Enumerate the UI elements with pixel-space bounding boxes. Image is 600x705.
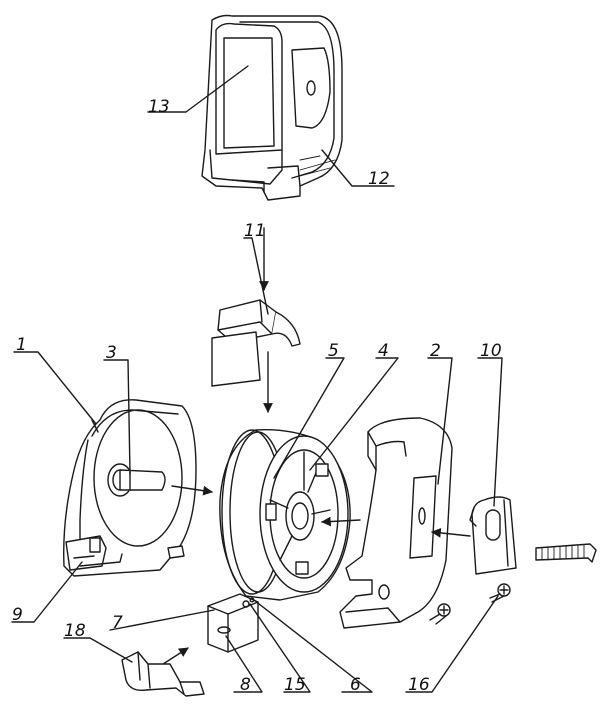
small-screw-left <box>429 603 451 625</box>
lock-block <box>207 593 259 653</box>
arrow-left-1 <box>321 516 361 527</box>
label-5: 5 <box>328 341 339 361</box>
label-2: 2 <box>430 341 441 361</box>
label-4: 4 <box>378 341 389 361</box>
label-15: 15 <box>284 675 306 695</box>
brake-lever <box>121 651 205 697</box>
tape-coil <box>219 429 351 601</box>
arrow-right-1 <box>171 485 213 496</box>
label-3: 3 <box>106 343 117 363</box>
arrow-left-2 <box>431 528 471 538</box>
small-screw-right <box>489 583 511 603</box>
label-7: 7 <box>112 613 123 633</box>
label-11: 11 <box>244 221 266 241</box>
label-8: 8 <box>240 675 251 695</box>
label-6: 6 <box>350 675 361 695</box>
tape-measure-assembled <box>201 14 343 201</box>
tape-hook <box>211 299 301 387</box>
arrow-up-right <box>159 647 189 667</box>
label-9: 9 <box>12 605 23 625</box>
label-13: 13 <box>148 97 170 117</box>
housing-right <box>339 417 453 629</box>
label-12: 12 <box>368 169 390 189</box>
leader-lines <box>11 65 503 693</box>
long-screw <box>535 543 597 563</box>
label-1: 1 <box>16 335 27 355</box>
housing-left <box>63 399 197 577</box>
label-18: 18 <box>64 621 86 641</box>
label-16: 16 <box>408 675 430 695</box>
belt-clip <box>469 496 517 575</box>
label-10: 10 <box>480 341 502 361</box>
